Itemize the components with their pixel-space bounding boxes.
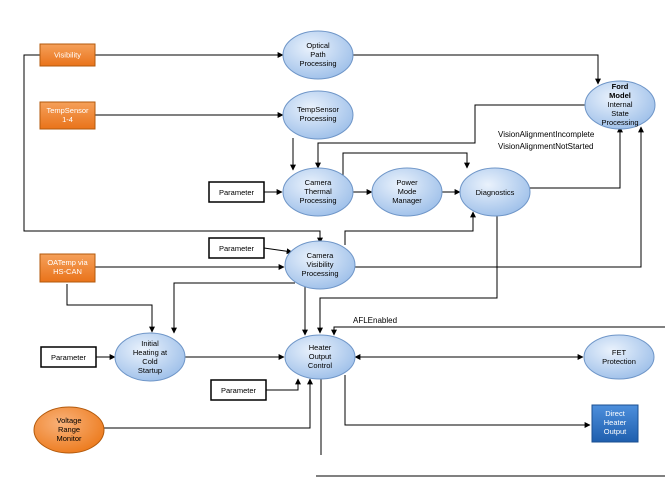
edge-visibility-ford	[354, 126, 644, 268]
tsproc-line2: Processing	[299, 114, 336, 123]
input-visibility[interactable]: Visibility	[39, 43, 96, 67]
ford-line3: Internal	[607, 100, 632, 109]
heating-line4: Startup	[138, 366, 162, 375]
process-diagnostics[interactable]: Diagnostics	[459, 167, 531, 217]
input-visibility-label: Visibility	[54, 51, 81, 60]
input-tempsensor-line2: 1-4	[62, 115, 73, 124]
power-line2: Mode	[398, 187, 417, 196]
thermal-line2: Thermal	[304, 187, 332, 196]
optical-line1: Optical	[306, 41, 330, 50]
edge-diagnostics-heater	[317, 214, 498, 334]
edge-thermal-diagnostics-top	[342, 152, 470, 176]
edge-param4-heater	[266, 378, 301, 391]
parameter-box-heater[interactable]: Parameter	[210, 379, 267, 401]
fet-line1: FET	[612, 348, 627, 357]
power-line1: Power	[396, 178, 418, 187]
process-heater-output[interactable]: Heater Output Control	[284, 334, 356, 380]
diagnostics-label: Diagnostics	[476, 188, 515, 197]
note-afl-enabled: AFLEnabled	[353, 316, 397, 325]
camvis-line2: Visibility	[307, 260, 334, 269]
edge-oatemp-heating	[66, 284, 155, 333]
fet-line2: Protection	[602, 357, 636, 366]
ford-line2: Model	[609, 91, 631, 100]
process-power-mode[interactable]: Power Mode Manager	[371, 167, 443, 217]
voltage-line2: Range	[58, 425, 80, 434]
edge-voltage-heater	[104, 378, 313, 429]
process-camera-visibility[interactable]: Camera Visibility Processing	[284, 240, 356, 290]
camvis-line3: Processing	[301, 269, 338, 278]
edge-visibility-diagnostics	[344, 211, 476, 245]
edge-diagnostics-ford	[529, 126, 623, 189]
process-initial-heating[interactable]: Initial Heating at Cold Startup	[114, 332, 186, 382]
input-tempsensor[interactable]: TempSensor 1-4	[39, 101, 96, 130]
heater-line1: Heater	[309, 343, 332, 352]
process-ford-model[interactable]: Ford Model Internal State Processing	[584, 80, 656, 130]
note-vision-not-started: VisionAlignmentNotStarted	[498, 142, 593, 151]
edge-afl-heater	[331, 326, 665, 336]
input-oatemp-line2: HS-CAN	[53, 267, 82, 276]
power-line3: Manager	[392, 196, 422, 205]
tsproc-line1: TempSensor	[297, 105, 340, 114]
edge-heater-direct	[344, 375, 591, 428]
direct-line1: Direct	[605, 409, 626, 418]
camvis-line1: Camera	[307, 251, 335, 260]
output-direct-heater[interactable]: Direct Heater Output	[591, 404, 639, 443]
thermal-line3: Processing	[299, 196, 336, 205]
voltage-line1: Voltage	[56, 416, 81, 425]
direct-line3: Output	[604, 427, 627, 436]
heater-line2: Output	[309, 352, 332, 361]
heater-line3: Control	[308, 361, 333, 370]
parameter-label: Parameter	[219, 188, 255, 197]
process-fet-protection[interactable]: FET Protection	[583, 334, 655, 380]
edge-ford-thermal	[315, 104, 585, 169]
note-vision-incomplete: VisionAlignmentIncomplete	[498, 130, 595, 139]
heating-line3: Cold	[142, 357, 157, 366]
ford-line5: Processing	[601, 118, 638, 127]
voltage-line3: Monitor	[56, 434, 82, 443]
edge-param2-visibility	[263, 247, 293, 255]
edge-visibility-camera-visibility	[23, 54, 323, 244]
parameter-box-heating[interactable]: Parameter	[40, 346, 97, 368]
heating-line1: Initial	[141, 339, 159, 348]
process-tempsensor[interactable]: TempSensor Processing	[282, 90, 354, 140]
input-oatemp-line1: OATemp via	[47, 258, 88, 267]
parameter-label: Parameter	[219, 244, 255, 253]
process-optical-path[interactable]: Optical Path Processing	[282, 30, 354, 80]
optical-line2: Path	[310, 50, 325, 59]
parameter-label: Parameter	[51, 353, 87, 362]
edges	[23, 52, 665, 477]
thermal-line1: Camera	[305, 178, 333, 187]
ford-line4: State	[611, 109, 629, 118]
optical-line3: Processing	[299, 59, 336, 68]
parameter-label: Parameter	[221, 386, 257, 395]
parameter-box-visibility[interactable]: Parameter	[208, 237, 265, 259]
edge-optical-ford	[352, 54, 601, 85]
edge-visibility-heating	[171, 282, 295, 334]
input-tempsensor-line1: TempSensor	[46, 106, 89, 115]
input-oatemp[interactable]: OATemp via HS-CAN	[39, 253, 96, 283]
input-voltage-monitor[interactable]: Voltage Range Monitor	[33, 406, 105, 454]
heating-line2: Heating at	[133, 348, 168, 357]
parameter-box-thermal[interactable]: Parameter	[208, 181, 265, 203]
ford-line1: Ford	[612, 82, 629, 91]
direct-line2: Heater	[604, 418, 627, 427]
process-camera-thermal[interactable]: Camera Thermal Processing	[282, 167, 354, 217]
